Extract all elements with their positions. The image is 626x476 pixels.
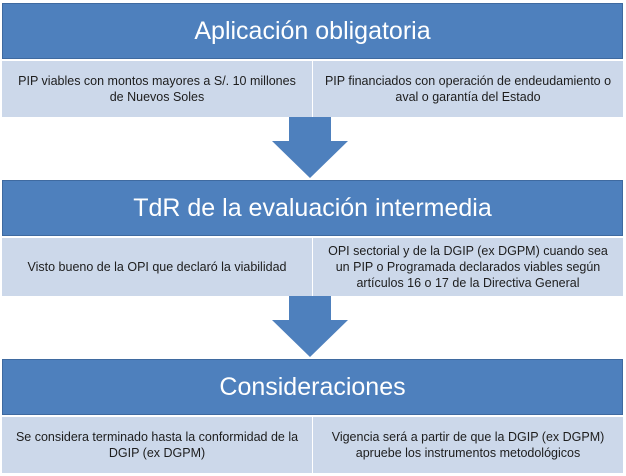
cell-left: Se considera terminado hasta la conformi… (2, 417, 313, 473)
cell-right: PIP financiados con operación de endeuda… (324, 74, 612, 104)
section-cells: Se considera terminado hasta la conformi… (2, 417, 623, 473)
down-arrow-icon (272, 296, 348, 357)
section-cells: PIP viables con montos mayores a S/. 10 … (2, 61, 623, 117)
cell-left: Visto bueno de la OPI que declaró la via… (2, 238, 313, 296)
section-cells: Visto bueno de la OPI que declaró la via… (2, 238, 623, 296)
down-arrow-icon (272, 117, 348, 178)
cell-right: Vigencia será a partir de que la DGIP (e… (331, 430, 605, 460)
cell-left: PIP viables con montos mayores a S/. 10 … (2, 61, 313, 117)
section-title: Consideraciones (2, 359, 623, 415)
section-title: Aplicación obligatoria (2, 3, 623, 59)
cell-right: OPI sectorial y de la DGIP (ex DGPM) cua… (328, 244, 608, 290)
section-title: TdR de la evaluación intermedia (2, 180, 623, 236)
